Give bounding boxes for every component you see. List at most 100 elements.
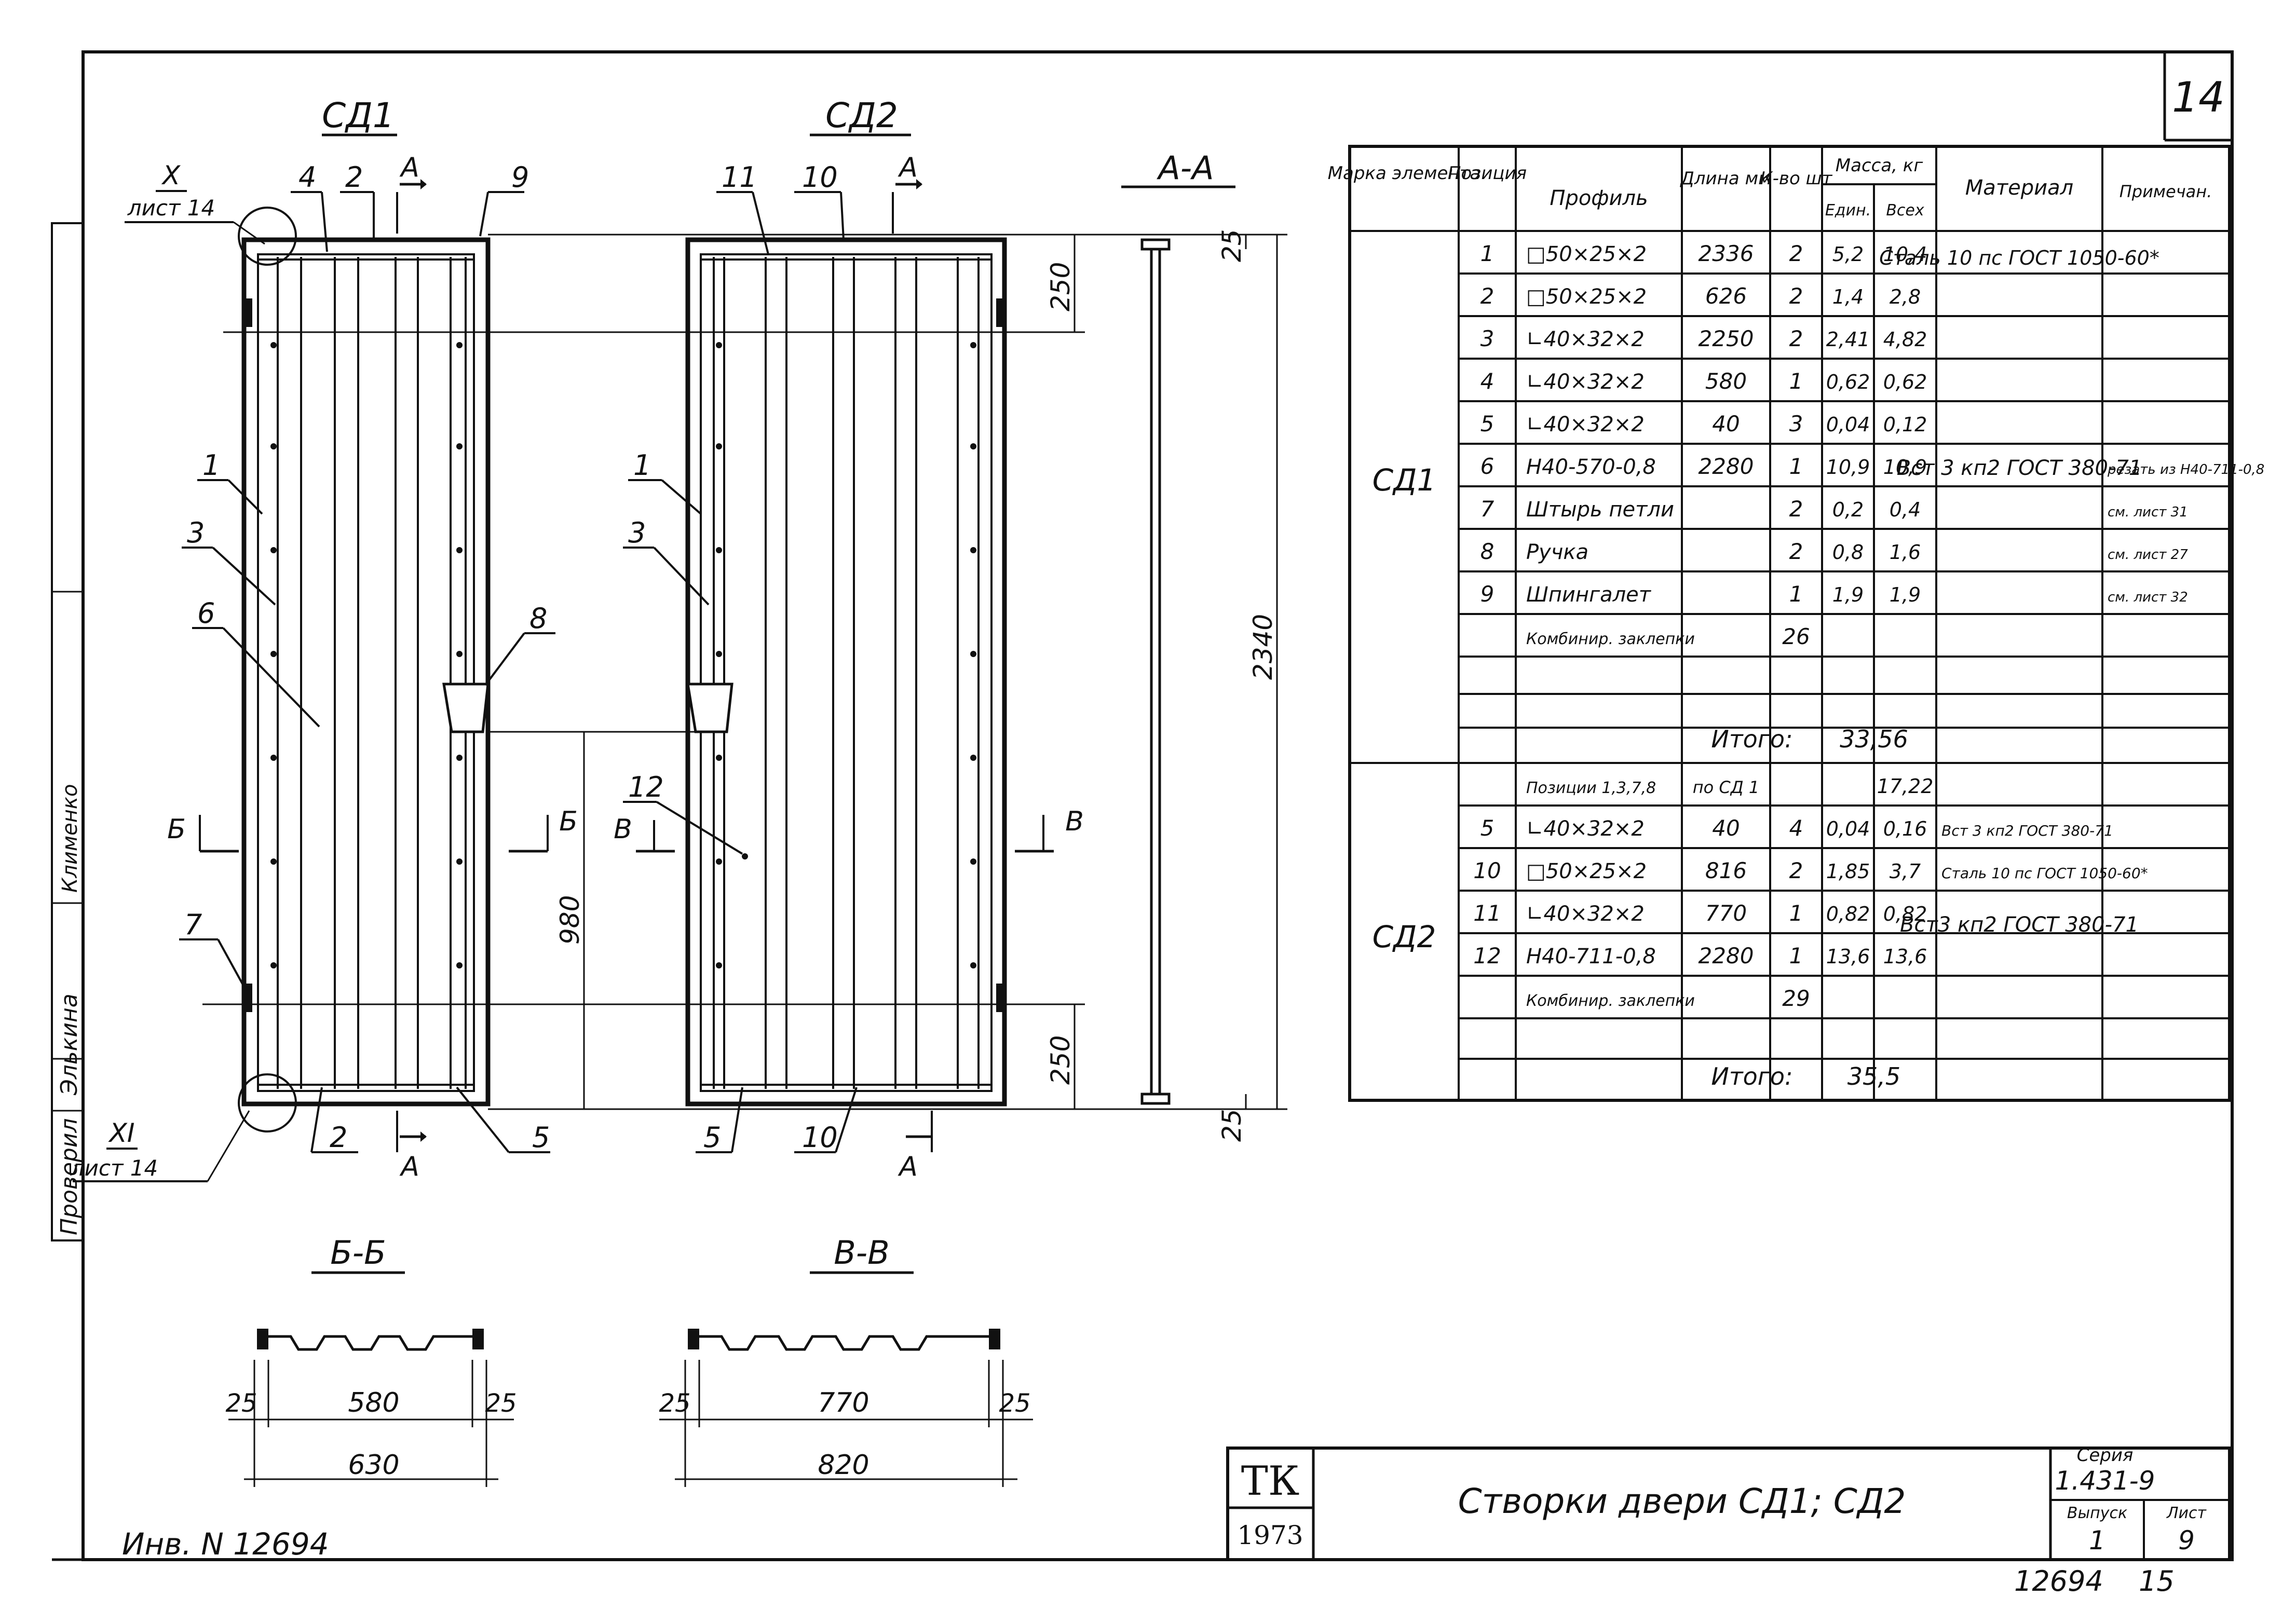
sd1-material-2: Вст 3 кп2 ГОСТ 380-71 <box>1897 456 2142 480</box>
sd1-frame <box>241 237 491 1107</box>
label-views-cut_letters-v: В <box>1065 806 1084 837</box>
cell-profile: Ручка <box>1526 540 1588 564</box>
stamp-name: Элькина <box>56 993 83 1096</box>
cell-mass-total: 1,9 <box>1890 583 1921 606</box>
cell-profile: Штырь петли <box>1526 498 1674 522</box>
cell-length: 2280 <box>1699 943 1754 968</box>
cell-mass-total: 0,12 <box>1883 413 1927 436</box>
series-value: 1.431-9 <box>2055 1466 2155 1496</box>
label-views-callouts_sd2-2: 1 <box>633 449 651 482</box>
label-views-callouts_sd2-4: 12 <box>628 771 664 803</box>
sd1-total: 33,56 <box>1840 725 1908 753</box>
cell-mass-total: 17,22 <box>1877 775 1934 798</box>
cell-pos: 5 <box>1480 411 1494 436</box>
sd1-title: СД1 <box>322 95 395 135</box>
cell-pos: 8 <box>1480 539 1494 564</box>
cell-mass-total: 2,8 <box>1890 285 1921 308</box>
cell-note: см. лист 31 <box>2108 504 2188 520</box>
cell-mass-unit: 1,9 <box>1832 583 1864 606</box>
cell-mass-total: 10,4 <box>1883 243 1927 266</box>
cell-qty: 2 <box>1789 326 1803 351</box>
label-views-callouts_sd1-5: 6 <box>197 597 215 630</box>
cell-mass-total: 13,6 <box>1883 945 1927 968</box>
stamp-checked: Проверил <box>56 1118 83 1235</box>
cell-mass-total: 1,6 <box>1890 541 1921 564</box>
cell-length: 2280 <box>1699 454 1754 479</box>
label-views-node_x: X <box>161 160 181 190</box>
sheet-label: Лист <box>2166 1504 2207 1522</box>
label-views-cut_letters-a: А <box>898 152 918 183</box>
label-views-dims-bb_side: 25 <box>485 1389 517 1418</box>
hdr-length: Длина мм <box>1679 168 1772 189</box>
cell-qty: 4 <box>1789 815 1803 841</box>
label-views-callouts_sd1-7: 7 <box>184 908 202 941</box>
cell-material: Сталь 10 пс ГОСТ 1050-60* <box>1941 865 2148 882</box>
cell-profile: Комбинир. заклепки <box>1526 992 1695 1010</box>
label-views-dims-mid: 980 <box>555 895 585 945</box>
bottom-number-2: 15 <box>2139 1565 2175 1598</box>
hdr-mass-total: Всех <box>1886 201 1924 220</box>
cell-pos: 4 <box>1480 369 1494 394</box>
cell-mass-total: 0,4 <box>1890 498 1921 521</box>
label-views-cut_letters-a: А <box>399 152 419 183</box>
label-views-callouts_sd1-0: 4 <box>298 161 316 194</box>
cell-length: 770 <box>1705 900 1747 926</box>
label-views-dims-top: 250 <box>1045 262 1076 311</box>
label-views-dims-vv_inner: 770 <box>818 1387 869 1418</box>
label-views-node_xi: XI <box>108 1118 135 1148</box>
hdr-pos: Позиция <box>1448 163 1527 184</box>
org-code: ТК <box>1241 1458 1299 1505</box>
dimension-lines <box>202 234 1287 1110</box>
hdr-mass: Масса, кг <box>1836 155 1924 176</box>
sd2-total: 35,5 <box>1847 1062 1900 1090</box>
sd2-title: СД2 <box>825 95 898 135</box>
cell-mass-total: 0,16 <box>1883 817 1927 840</box>
cell-mass-unit: 0,82 <box>1826 903 1870 925</box>
sd2-material-2: Вст3 кп2 ГОСТ 380-71 <box>1900 913 2139 937</box>
hdr-note: Примечан. <box>2119 182 2212 201</box>
label-views-dims-vv_side: 25 <box>659 1389 690 1418</box>
handle-icon <box>442 683 490 733</box>
hdr-material: Материал <box>1965 176 2073 200</box>
cell-length: 816 <box>1705 858 1747 883</box>
cell-length: по СД 1 <box>1693 777 1760 797</box>
cell-length: 2250 <box>1699 326 1754 351</box>
section-bb: Б-Б 580 630 25 25 <box>225 1234 517 1487</box>
cell-pos: 12 <box>1473 943 1501 968</box>
cell-pos: 9 <box>1480 581 1494 607</box>
cell-pos: 5 <box>1480 815 1494 841</box>
issue-value: 1 <box>2089 1525 2105 1555</box>
label-views-callouts_sd1-4: 3 <box>187 516 205 549</box>
label-views-cut_letters-v: В <box>614 814 632 845</box>
cell-pos: 10 <box>1473 858 1501 883</box>
sd2-mark: СД2 <box>1373 919 1436 954</box>
cell-qty: 2 <box>1789 539 1803 564</box>
label-views-dims-total: 2340 <box>1248 614 1278 680</box>
cell-note: см. лист 27 <box>2108 547 2188 563</box>
cell-profile: □50×25×2 <box>1526 859 1647 883</box>
cell-qty: 3 <box>1789 411 1803 436</box>
cell-qty: 2 <box>1789 496 1803 522</box>
cell-mass-unit: 0,04 <box>1826 413 1870 436</box>
cut-markers-sd2: А А В В <box>614 152 1084 1182</box>
cell-length: 40 <box>1712 411 1740 436</box>
node-xi-marker <box>238 1073 297 1132</box>
cell-note: см. лист 32 <box>2108 590 2188 605</box>
cell-profile: Позиции 1,3,7,8 <box>1526 779 1656 797</box>
label-views-section_bb: Б-Б <box>330 1234 386 1272</box>
cell-profile: ∟40×32×2 <box>1526 370 1645 394</box>
sd1-material-1: Сталь 10 пс ГОСТ 1050-60* <box>1879 247 2159 269</box>
node-x-marker <box>238 207 297 266</box>
hdr-mark: Марка элемента <box>1328 163 1481 184</box>
hdr-mass-unit: Един. <box>1825 201 1871 220</box>
label-views-callouts_sd1-8: 2 <box>330 1121 347 1154</box>
cell-mass-unit: 0,62 <box>1826 371 1870 393</box>
label-views-cut_letters-a: А <box>399 1151 419 1182</box>
label-views-callouts_sd1-9: 5 <box>532 1121 550 1154</box>
sheet-value: 9 <box>2178 1525 2195 1555</box>
cut-markers-sd1: А А Б Б <box>167 152 578 1182</box>
issue-label: Выпуск <box>2067 1504 2127 1522</box>
label-views-callouts_sd1-1: 2 <box>345 161 363 194</box>
cell-mass-unit: 10,9 <box>1826 456 1870 479</box>
